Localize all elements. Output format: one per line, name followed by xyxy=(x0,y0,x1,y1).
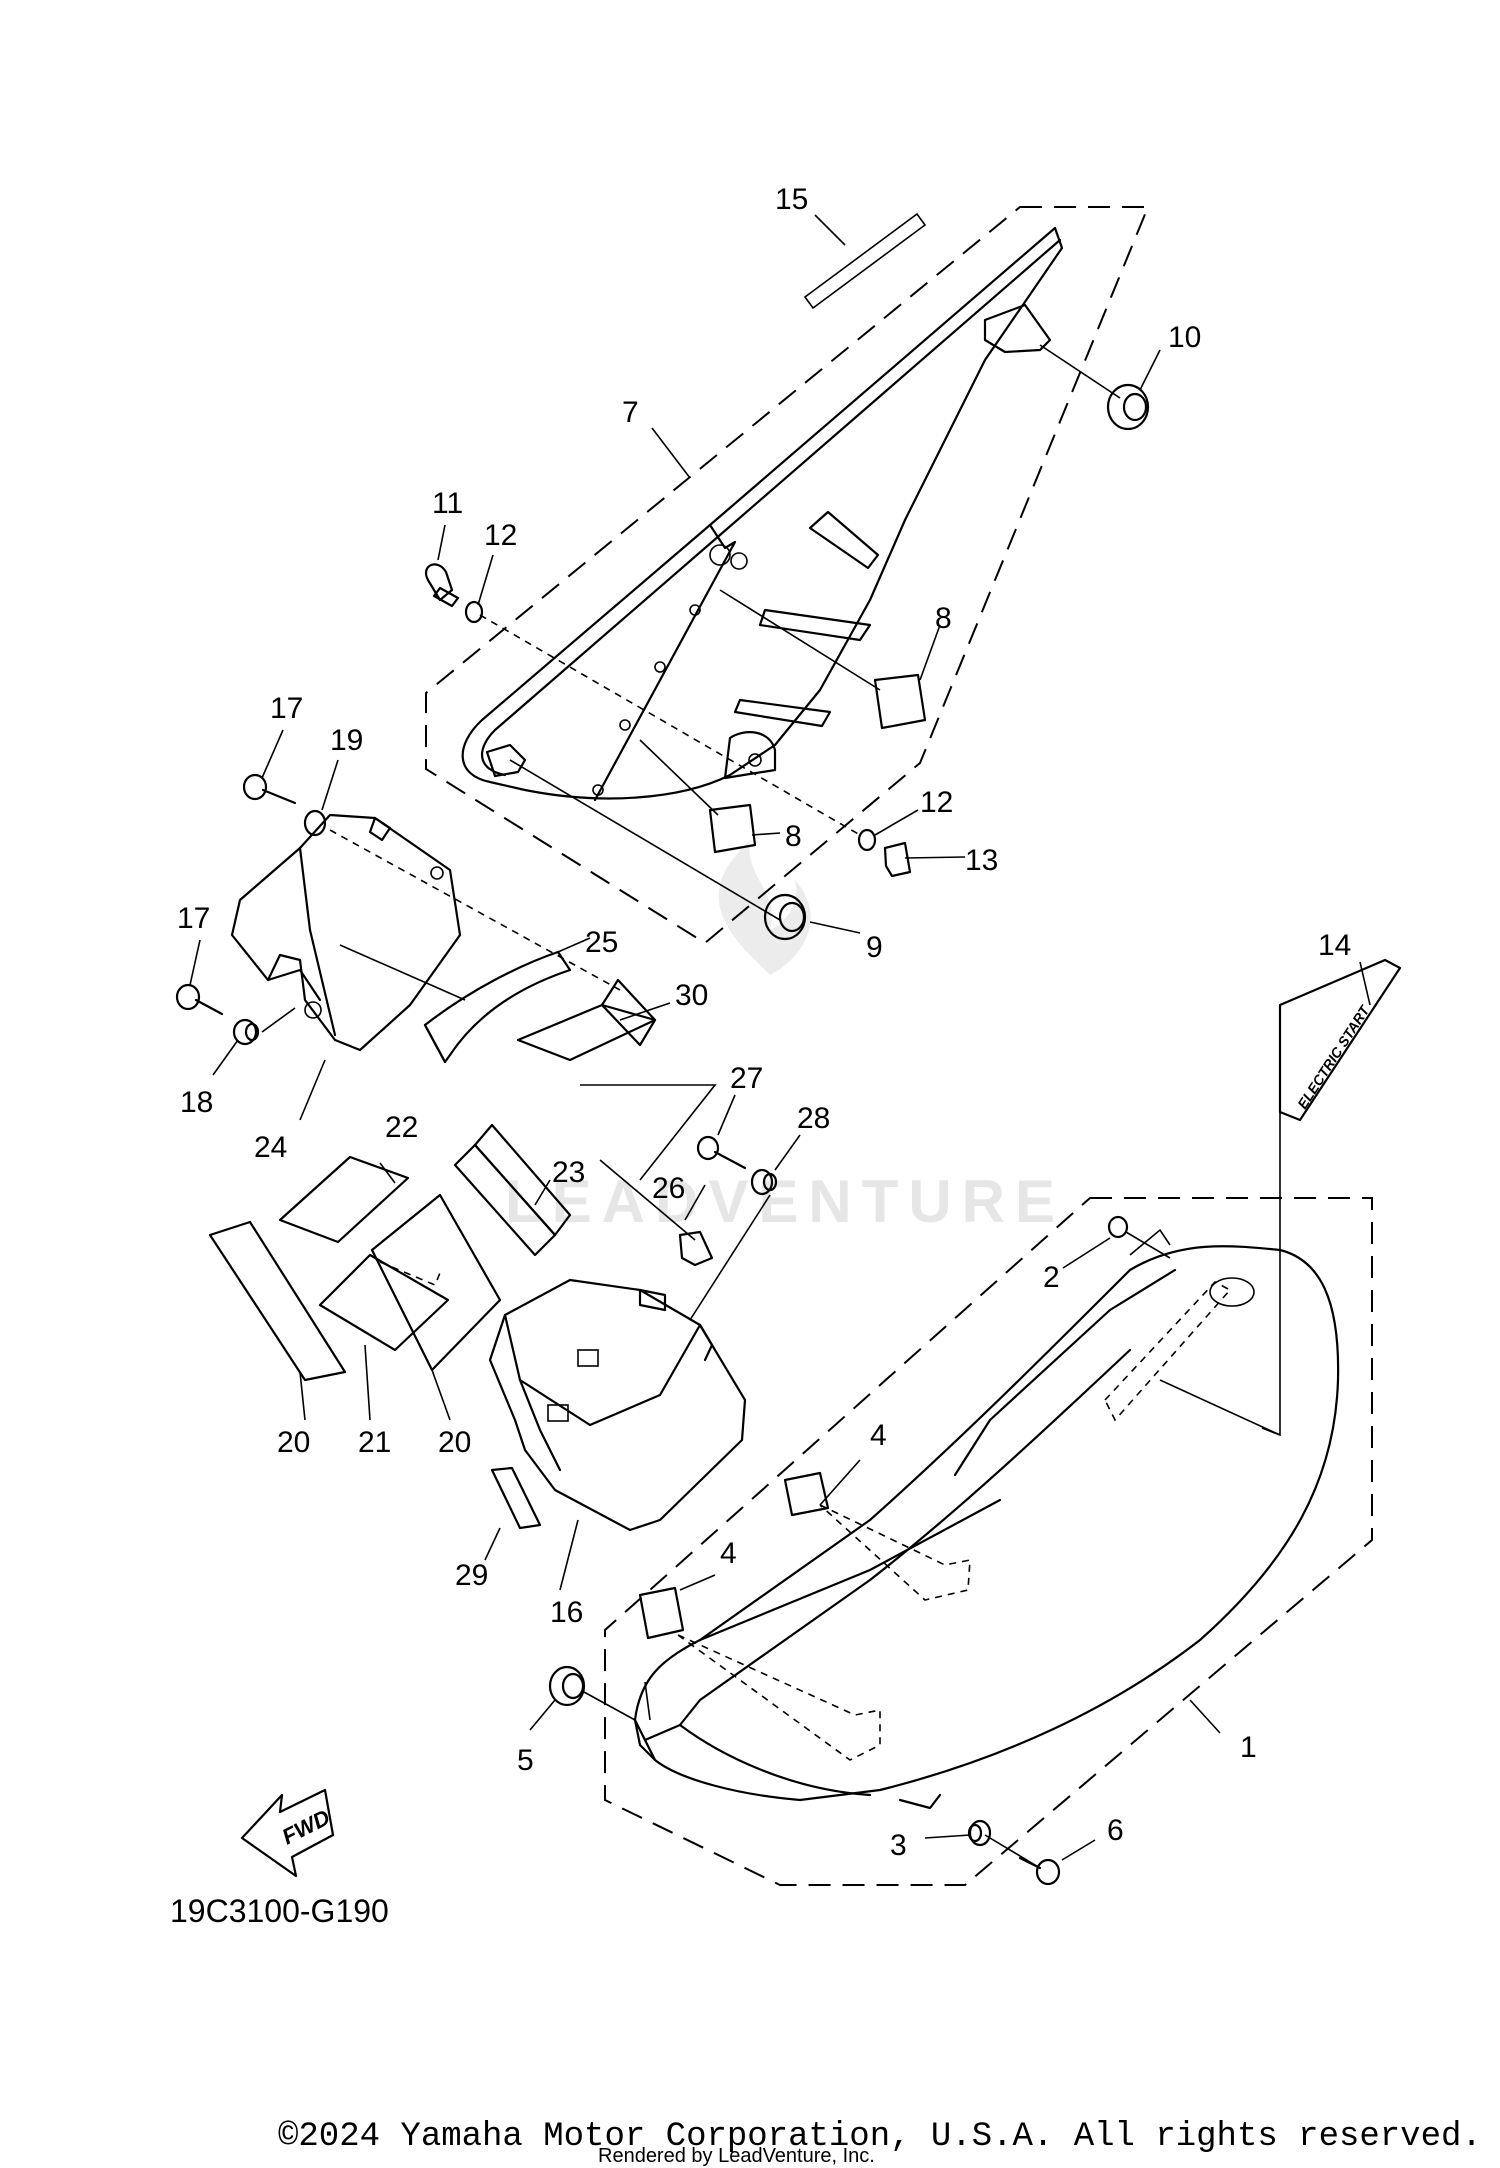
cover-7-group-outline xyxy=(425,206,1150,945)
nut-13 xyxy=(883,841,912,878)
pin-upper xyxy=(983,303,1052,354)
clip-26 xyxy=(678,1230,714,1267)
callout-19: 19 xyxy=(330,724,363,757)
cushion-4-lower xyxy=(638,1586,685,1640)
leader-lines xyxy=(189,214,1371,1861)
callout-2: 2 xyxy=(1043,1261,1060,1294)
callout-12-upper: 12 xyxy=(484,519,517,552)
callout-30: 30 xyxy=(675,979,708,1012)
cushion-4-upper xyxy=(783,1471,830,1517)
pad-21 xyxy=(318,1253,450,1352)
rendered-by-notice: Rendered by LeadVenture, Inc. xyxy=(598,2145,875,2167)
cushion-8-lower xyxy=(708,803,757,854)
collar-18 xyxy=(232,1018,260,1046)
side-cover-1 xyxy=(633,1228,1340,1810)
callout-3: 3 xyxy=(890,1829,907,1862)
watermark: LEADVENTURE xyxy=(505,840,1065,1235)
callout-8-upper: 8 xyxy=(935,602,952,635)
callout-5: 5 xyxy=(517,1744,534,1777)
collar-3 xyxy=(967,1819,992,1847)
cushion-8-upper xyxy=(873,673,927,730)
callout-18: 18 xyxy=(180,1086,213,1119)
decal-14: ELECTRIC START xyxy=(1278,958,1402,1122)
callout-17-upper: 17 xyxy=(270,692,303,725)
pin-lower xyxy=(485,743,527,778)
bolt-17-lower xyxy=(175,983,224,1016)
callout-10: 10 xyxy=(1168,321,1201,354)
pad-25 xyxy=(423,950,572,1064)
callout-11: 11 xyxy=(432,487,463,520)
bolt-17-upper xyxy=(242,773,297,805)
diagram-code: 19C3100-G190 xyxy=(170,1893,389,1929)
callout-22: 22 xyxy=(385,1111,418,1144)
callout-13: 13 xyxy=(965,844,998,877)
battery-box-16 xyxy=(488,1278,747,1532)
callout-4-lower: 4 xyxy=(720,1537,737,1570)
washer-12-lower xyxy=(857,828,877,852)
washer-19 xyxy=(303,809,327,837)
callout-26: 26 xyxy=(652,1172,685,1205)
pad-20-left xyxy=(208,1220,347,1382)
washer-12-upper xyxy=(464,600,484,624)
callout-6: 6 xyxy=(1107,1814,1124,1847)
callout-23: 23 xyxy=(552,1156,585,1189)
callout-8-lower: 8 xyxy=(785,820,802,853)
callout-7: 7 xyxy=(622,396,639,429)
screw-11 xyxy=(425,563,460,608)
callout-21: 21 xyxy=(358,1426,391,1459)
pad-29 xyxy=(490,1466,542,1530)
side-cover-7 xyxy=(461,226,1064,802)
callout-17-lower: 17 xyxy=(177,902,210,935)
callout-15: 15 xyxy=(775,183,808,216)
fwd-label: FWD xyxy=(278,1804,334,1849)
decal-14-text: ELECTRIC START xyxy=(1294,1002,1373,1112)
callout-27: 27 xyxy=(730,1062,763,1095)
callout-24: 24 xyxy=(254,1131,287,1164)
pad-22 xyxy=(278,1155,410,1244)
pad-20-right xyxy=(370,1193,502,1372)
callout-12-lower: 12 xyxy=(920,786,953,819)
collar-28 xyxy=(750,1168,778,1196)
grommet-10 xyxy=(1106,383,1150,431)
callout-9: 9 xyxy=(866,931,883,964)
callout-4-upper: 4 xyxy=(870,1419,887,1452)
callout-29: 29 xyxy=(455,1559,488,1592)
grommet-9 xyxy=(763,893,807,941)
callout-16: 16 xyxy=(550,1596,583,1629)
callouts: 1 2 3 4 4 5 6 7 8 8 9 10 11 12 12 13 14 … xyxy=(177,183,1351,1862)
callout-20-right: 20 xyxy=(438,1426,471,1459)
fwd-arrow-icon: FWD xyxy=(240,1788,335,1878)
bracket-30 xyxy=(516,978,657,1062)
decal-15 xyxy=(803,212,927,310)
bolt-6 xyxy=(1018,1856,1061,1886)
copyright-notice: ©2024 Yamaha Motor Corporation, U.S.A. A… xyxy=(278,2118,1482,2156)
watermark-flame-icon xyxy=(718,840,811,975)
grommet-5 xyxy=(548,1665,586,1707)
bracket-24 xyxy=(230,813,462,1052)
callout-1: 1 xyxy=(1240,1731,1257,1764)
callout-14: 14 xyxy=(1318,929,1351,962)
callout-20-left: 20 xyxy=(277,1426,310,1459)
cover-1-group-outline xyxy=(604,1197,1373,1886)
callout-28: 28 xyxy=(797,1102,830,1135)
callout-25: 25 xyxy=(585,926,618,959)
collar-2 xyxy=(1107,1215,1129,1239)
bolt-27 xyxy=(696,1135,747,1170)
watermark-text: LEADVENTURE xyxy=(505,1168,1065,1235)
